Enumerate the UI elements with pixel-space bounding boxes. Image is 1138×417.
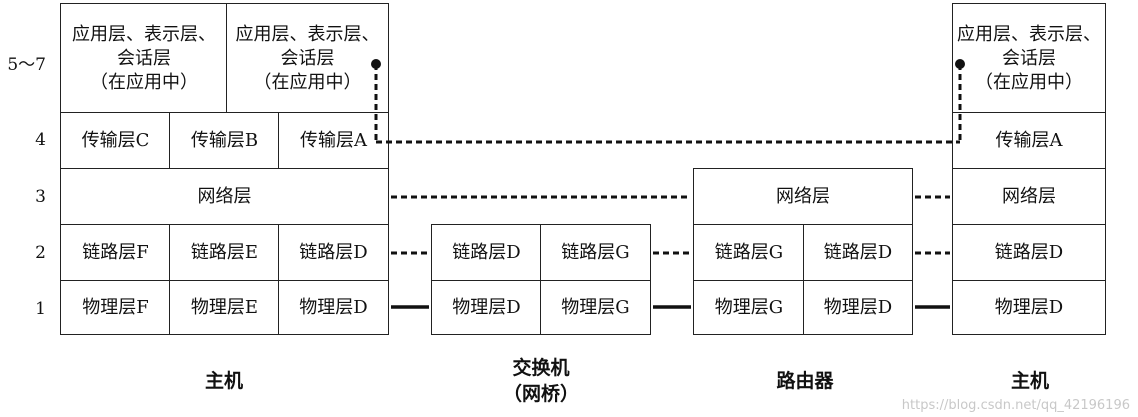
right-host-app-layer: 应用层、表示层、 会话层 （在应用中） [952, 3, 1106, 114]
left-host-app-layer-2: 应用层、表示层、 会话层 （在应用中） [226, 3, 389, 114]
left-host-link-e: 链路层E [169, 224, 280, 282]
level-label-2: 2 [35, 243, 46, 263]
left-host-link-d: 链路层D [278, 224, 389, 282]
router-physical-d: 物理层D [803, 280, 913, 335]
level-label-3: 3 [35, 187, 46, 207]
switch-link-g: 链路层G [540, 224, 651, 282]
level-label-1: 1 [35, 299, 46, 319]
switch-physical-d: 物理层D [431, 280, 542, 335]
left-host-label: 主机 [204, 370, 243, 392]
right-host-network-layer: 网络层 [952, 168, 1106, 226]
left-host-network-layer: 网络层 [60, 168, 389, 226]
router-label: 路由器 [776, 370, 834, 392]
switch-link-d: 链路层D [431, 224, 542, 282]
right-host-label: 主机 [1010, 370, 1049, 392]
right-host-transport-a: 传输层A [952, 112, 1106, 170]
level-label-5-7: 5～7 [7, 55, 46, 75]
switch-physical-g: 物理层G [540, 280, 651, 335]
router-link-d: 链路层D [803, 224, 913, 282]
left-host-physical-e: 物理层E [169, 280, 280, 335]
level-label-4: 4 [35, 130, 46, 150]
router-physical-g: 物理层G [693, 280, 805, 335]
left-host-transport-c: 传输层C [60, 112, 171, 170]
watermark: https://blog.csdn.net/qq_42196196 [901, 398, 1130, 413]
left-host-transport-a: 传输层A [278, 112, 389, 170]
switch-label: 交换机 （网桥） [502, 357, 579, 405]
right-host-physical-d: 物理层D [952, 280, 1106, 335]
left-host-app-layer-1: 应用层、表示层、 会话层 （在应用中） [60, 3, 228, 114]
left-host-physical-f: 物理层F [60, 280, 171, 335]
right-app-endpoint-dot [955, 59, 965, 69]
left-host-physical-d: 物理层D [278, 280, 389, 335]
left-host-transport-b: 传输层B [169, 112, 280, 170]
router-link-g: 链路层G [693, 224, 805, 282]
